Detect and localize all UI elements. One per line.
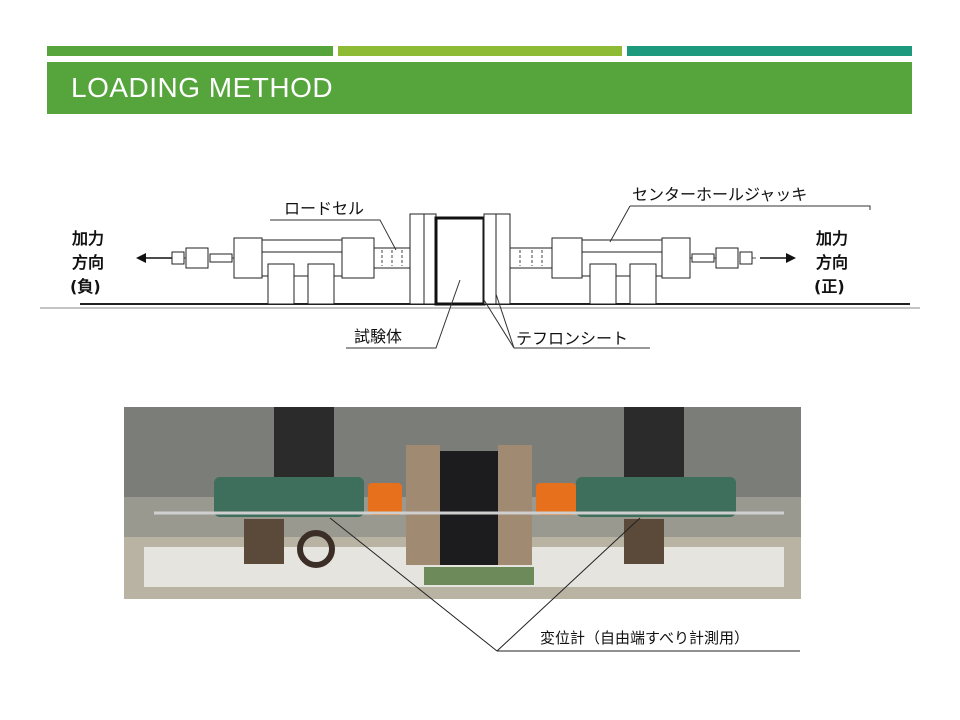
right-end-fitting-2	[715, 247, 739, 269]
loading-setup-photo	[124, 407, 801, 599]
label-load-cell: ロードセル	[284, 199, 364, 218]
specimen-core	[434, 216, 486, 306]
left-end-fitting-3	[209, 253, 233, 263]
loading-setup-diagram: ロードセル センターホールジャッキ 試験体 テフロンシート 加力 方向 (負) …	[40, 185, 920, 349]
photo-column-left	[274, 407, 334, 487]
photo-left-block	[244, 519, 284, 564]
specimen-plate-left-outer	[409, 213, 425, 305]
left-direction-line-3: (負)	[70, 277, 101, 296]
photo-column-right	[624, 407, 684, 487]
left-end-fitting-2	[185, 247, 209, 269]
left-direction-line-2: 方向	[72, 253, 104, 272]
photo-specimen-plate-right	[498, 445, 532, 565]
left-jack-end-cap-2	[341, 237, 375, 279]
header-accent-bar-left	[47, 46, 333, 56]
load-cell-leader	[270, 219, 397, 251]
photo-caption: 変位計（自由端すべり計測用）	[540, 629, 749, 647]
right-rod-region	[509, 247, 553, 269]
photo-green-board	[424, 567, 534, 585]
left-jack-end-cap	[233, 237, 263, 279]
left-support-1	[267, 263, 295, 305]
right-support-2	[629, 263, 657, 305]
label-specimen: 試験体	[354, 327, 402, 346]
left-arrow-head	[136, 253, 146, 263]
teflon-leader-1	[483, 299, 515, 349]
header-accent-bar-middle	[338, 46, 622, 56]
label-center-hole-jack: センターホールジャッキ	[632, 185, 807, 204]
right-direction-line-1: 加力	[815, 229, 848, 248]
right-arrow-head	[786, 253, 796, 263]
right-end-fitting-1	[691, 253, 715, 263]
left-end-fitting-1	[171, 251, 185, 265]
teflon-leader-2	[495, 293, 515, 349]
slide-title: LOADING METHOD	[71, 72, 334, 103]
right-direction-line-2: 方向	[816, 253, 848, 272]
photo-specimen-core	[440, 451, 498, 565]
photo-right-orange-cell	[536, 483, 576, 515]
jack-leader	[630, 205, 871, 210]
specimen-plate-left-inner	[423, 213, 437, 305]
jack-leader-down	[609, 205, 631, 243]
photo-specimen-plate-left	[406, 445, 440, 565]
title-band: LOADING METHOD	[47, 62, 912, 114]
left-direction-line-1: 加力	[71, 229, 104, 248]
right-jack-end-cap-2	[661, 237, 691, 279]
left-support-2	[307, 263, 335, 305]
specimen-plate-right-outer	[495, 213, 511, 305]
right-support-1	[589, 263, 617, 305]
photo-left-jack	[214, 477, 364, 517]
photo-right-block	[624, 519, 664, 564]
header-accent-bar-right	[627, 46, 912, 56]
right-direction-line-3: (正)	[814, 277, 845, 296]
right-end-fitting-3	[739, 251, 753, 265]
specimen-plate-right-inner	[483, 213, 497, 305]
right-jack-end-cap	[551, 237, 583, 279]
photo-right-jack	[576, 477, 736, 517]
label-teflon-sheet: テフロンシート	[516, 329, 628, 348]
specimen-leader	[346, 279, 461, 349]
photo-left-orange-cell	[368, 483, 402, 515]
